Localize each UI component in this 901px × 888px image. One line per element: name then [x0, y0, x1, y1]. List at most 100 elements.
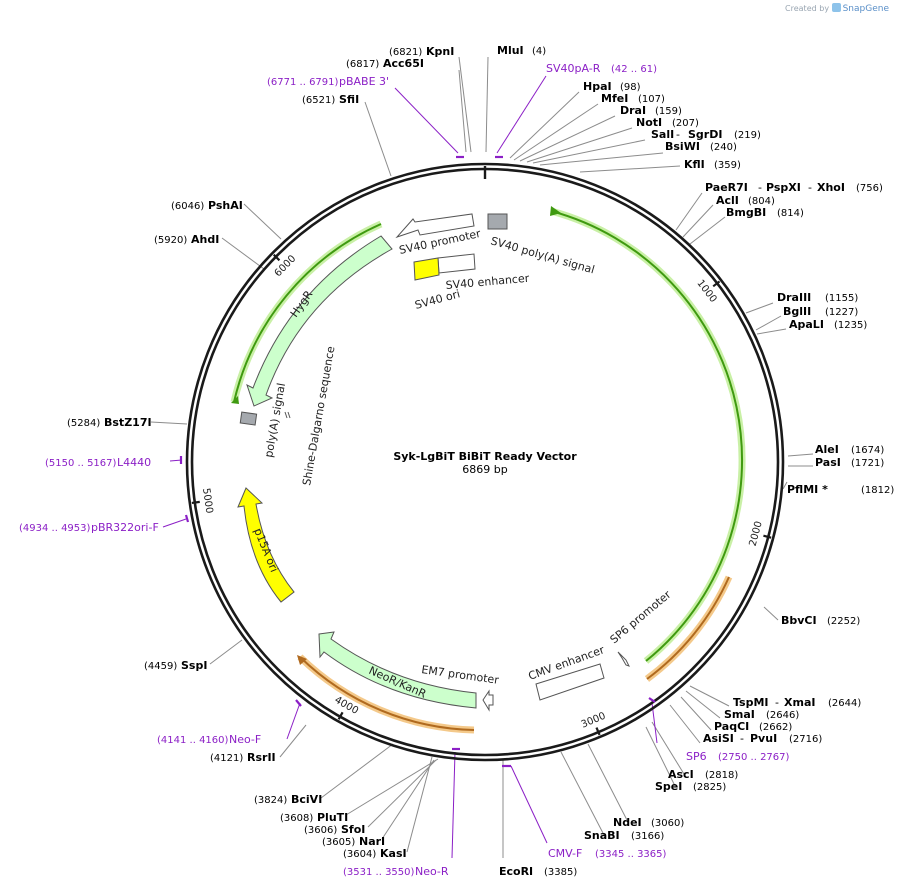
site-paqci[interactable]: PaqCI — [714, 720, 749, 733]
site-pos-pshai: (6046) — [171, 201, 204, 212]
site-smai[interactable]: SmaI — [724, 708, 755, 721]
site-pspxi[interactable]: PspXI — [766, 181, 801, 194]
site-sfii[interactable]: SfiI — [339, 93, 359, 106]
site-ndei[interactable]: NdeI — [613, 816, 642, 829]
site-paer7i-sep: - — [758, 181, 762, 194]
site-pos-pflmi: (1812) — [861, 485, 894, 496]
primer-neo-r[interactable]: Neo-R — [415, 865, 449, 878]
p15a-ori-arrow[interactable] — [237, 487, 295, 603]
site-pos-sspi: (4459) — [144, 661, 177, 672]
site-spei[interactable]: SpeI — [655, 780, 682, 793]
site-pos-paqci: (2662) — [759, 722, 792, 733]
site-tspmi-sep: - — [775, 696, 779, 709]
site-pos-sfii: (6521) — [302, 95, 335, 106]
site-kpni[interactable]: KpnI — [426, 45, 454, 58]
site-apali[interactable]: ApaLI — [789, 318, 824, 331]
site-sfoi[interactable]: SfoI — [341, 823, 365, 836]
site-pos-sfoi: (3606) — [304, 825, 337, 836]
site-bstz17i[interactable]: BstZ17I — [104, 416, 152, 429]
em7-promoter-arrow[interactable] — [482, 689, 494, 712]
tick-label-5000: 5000 — [200, 487, 214, 514]
sv40-enhancer-box[interactable] — [437, 253, 476, 274]
cmv-enhancer-box[interactable] — [535, 663, 605, 701]
sp6-promoter-arrow[interactable] — [617, 651, 630, 667]
site-mfei[interactable]: MfeI — [601, 92, 628, 105]
site-pvui[interactable]: PvuI — [750, 732, 777, 745]
site-asci[interactable]: AscI — [668, 768, 694, 781]
tick-label-3000: 3000 — [580, 711, 608, 731]
site-pos-rsrii: (4121) — [210, 753, 243, 764]
site-pflmi[interactable]: PflMI * — [787, 483, 828, 496]
site-acli[interactable]: AclI — [716, 194, 739, 207]
feature-label-sp6-promoter: SP6 promoter — [608, 588, 674, 647]
primer-sp6[interactable]: SP6 — [686, 750, 707, 763]
primer-range-neo-r: (3531 .. 3550) — [343, 867, 415, 878]
orf-arc-right-arrowhead — [550, 206, 561, 216]
tick-mark-5000 — [191, 500, 200, 505]
primer-sv40pa-r[interactable]: SV40pA-R — [546, 62, 601, 75]
site-nari[interactable]: NarI — [359, 835, 385, 848]
orange-arc-neo — [299, 656, 475, 731]
site-sspi[interactable]: SspI — [181, 659, 207, 672]
primer-neo-f[interactable]: Neo-F — [229, 733, 261, 746]
site-xmai[interactable]: XmaI — [784, 696, 815, 709]
site-bmgbi[interactable]: BmgBI — [726, 206, 766, 219]
primer-pbr322ori-f[interactable]: pBR322ori-F — [91, 521, 159, 534]
site-ahdi[interactable]: AhdI — [191, 233, 219, 246]
site-sali-sep: - — [676, 128, 680, 141]
site-mlui[interactable]: MluI — [497, 44, 524, 57]
site-pos-mfei: (107) — [638, 94, 665, 105]
polya-signal-box[interactable] — [239, 411, 258, 426]
primer-labels: (6771 .. 6791) pBABE 3' SV40pA-R (42 .. … — [19, 62, 790, 878]
site-hpai[interactable]: HpaI — [583, 80, 612, 93]
backbone-outer-ring — [185, 162, 785, 762]
site-pluti[interactable]: PluTI — [317, 811, 348, 824]
site-xhoi[interactable]: XhoI — [817, 181, 845, 194]
primer-range-sv40pa-r: (42 .. 61) — [611, 64, 657, 75]
site-rsrii[interactable]: RsrII — [247, 751, 276, 764]
site-pos-ecori: (3385) — [544, 867, 577, 878]
site-paer7i[interactable]: PaeR7I — [705, 181, 748, 194]
sv40-promoter-arrow[interactable] — [395, 213, 475, 239]
plasmid-title: Syk-LgBiT BiBiT Ready Vector — [393, 450, 577, 463]
site-snabi[interactable]: SnaBI — [584, 829, 620, 842]
site-bsiwi[interactable]: BsiWI — [665, 140, 700, 153]
site-noti[interactable]: NotI — [636, 116, 662, 129]
site-sgrdi[interactable]: SgrDI — [688, 128, 722, 141]
orf-arc-left — [233, 223, 382, 403]
site-acc65i[interactable]: Acc65I — [383, 57, 424, 70]
site-labels: (6821) KpnI (6817) Acc65I (6521) SfiI Ml… — [67, 44, 894, 878]
primer-marks — [179, 155, 656, 768]
neor-kanr-arrow[interactable] — [318, 631, 477, 709]
site-bbvci[interactable]: BbvCI — [781, 614, 817, 627]
hygr-feature-arrow[interactable] — [246, 235, 393, 407]
site-pos-sali: (219) — [734, 130, 761, 141]
site-ecori[interactable]: EcoRI — [499, 865, 533, 878]
site-asisi[interactable]: AsiSI — [703, 732, 734, 745]
site-pos-bcivi: (3824) — [254, 795, 287, 806]
sv40-ori-box[interactable] — [413, 257, 440, 281]
site-draiii[interactable]: DraIII — [777, 291, 811, 304]
primer-pbabe3[interactable]: pBABE 3' — [339, 75, 389, 88]
site-bglii[interactable]: BglII — [783, 305, 811, 318]
site-bcivi[interactable]: BciVI — [291, 793, 322, 806]
site-pos-tspmi: (2644) — [828, 698, 861, 709]
site-pasi[interactable]: PasI — [815, 456, 841, 469]
plasmid-length: 6869 bp — [462, 463, 507, 476]
site-pos-apali: (1235) — [834, 320, 867, 331]
orange-arc-sp6 — [646, 576, 730, 680]
site-pos-kasi: (3604) — [343, 849, 376, 860]
primer-cmv-f[interactable]: CMV-F — [548, 847, 582, 860]
site-pos-acc65i: (6817) — [346, 59, 379, 70]
site-tspmi[interactable]: TspMI — [733, 696, 769, 709]
sv40-polya-box[interactable] — [487, 213, 508, 230]
primer-range-cmv-f: (3345 .. 3365) — [595, 849, 667, 860]
site-pshai[interactable]: PshAI — [208, 199, 243, 212]
site-pspxi-sep: - — [808, 181, 812, 194]
site-sali[interactable]: SalI — [651, 128, 674, 141]
primer-l4440[interactable]: L4440 — [117, 456, 151, 469]
site-kasi[interactable]: KasI — [380, 847, 407, 860]
site-kfli[interactable]: KflI — [684, 158, 705, 171]
site-drai[interactable]: DraI — [620, 104, 646, 117]
site-alei[interactable]: AleI — [815, 443, 839, 456]
